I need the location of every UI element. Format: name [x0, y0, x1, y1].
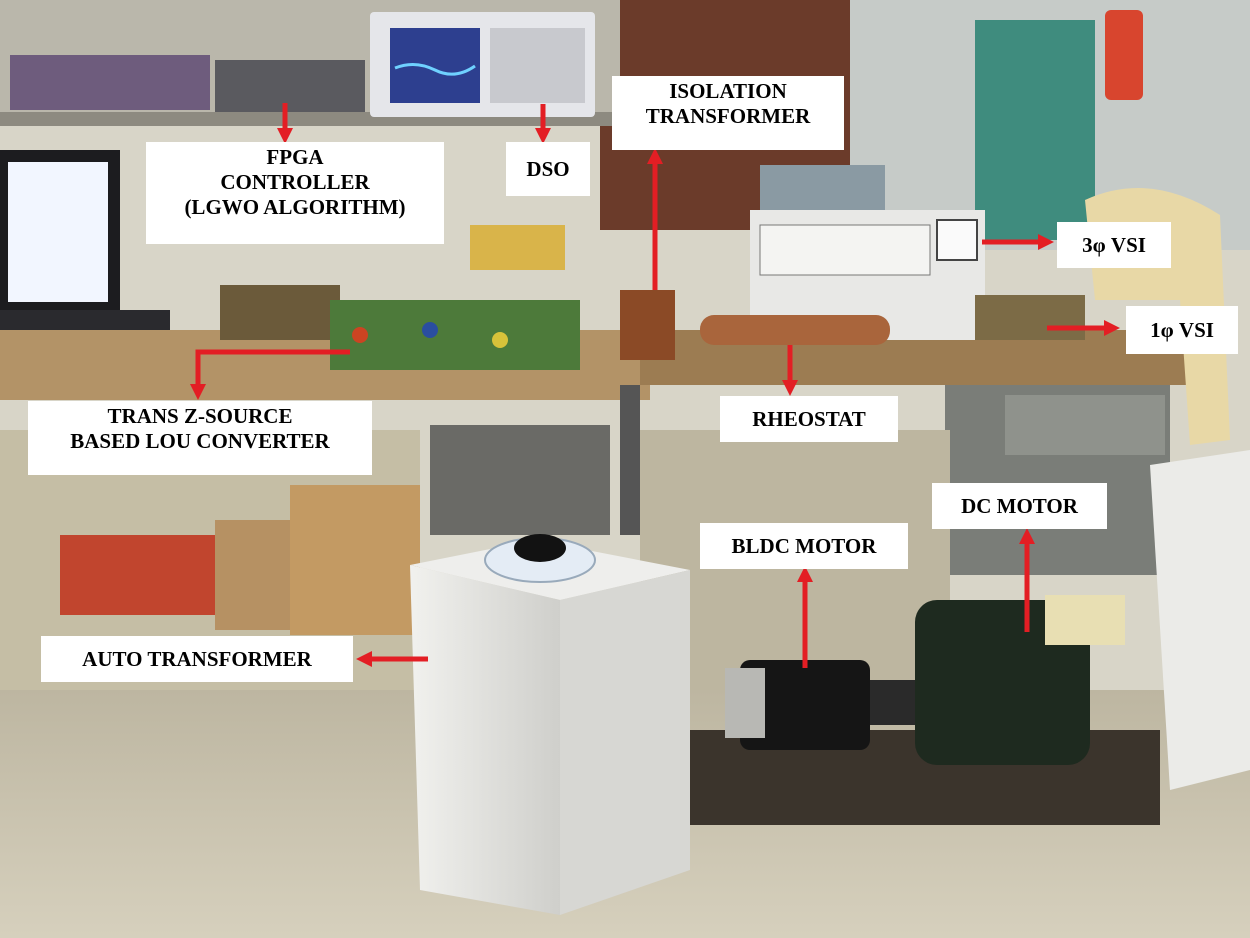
board-1: [220, 285, 340, 340]
label-dso: DSO: [506, 142, 590, 196]
board-component: [492, 332, 508, 348]
rheostat-body: [700, 315, 890, 345]
label-rheostat: RHEOSTAT: [720, 396, 898, 442]
converter-board: [330, 300, 580, 370]
label-trans-z-source: TRANS Z-SOURCE BASED LOU CONVERTER: [28, 401, 372, 475]
label-1phase-vsi: 1φ VSI: [1126, 306, 1238, 354]
label-isolation-transformer: ISOLATION TRANSFORMER: [612, 76, 844, 150]
shelf-papers: [10, 55, 210, 110]
bldc-motor: [740, 660, 870, 750]
single-phase-vsi-board: [975, 295, 1085, 340]
vsi-meter: [936, 219, 978, 261]
isolation-transformer-unit: [620, 290, 675, 360]
auto-transformer-front: [560, 570, 690, 915]
label-line: BASED LOU CONVERTER: [70, 429, 330, 453]
label-line: RHEOSTAT: [752, 407, 866, 431]
auto-transformer-knob: [514, 534, 566, 562]
label-fpga-controller: FPGA CONTROLLER (LGWO ALGORITHM): [146, 142, 444, 244]
fpga-box: [215, 60, 365, 112]
auto-transformer-side: [410, 565, 560, 915]
arrow-trans-z-source: [189, 349, 350, 401]
board-component: [422, 322, 438, 338]
bldc-end-cap: [725, 668, 765, 738]
fpga-board: [470, 225, 565, 270]
label-line: ISOLATION: [669, 79, 787, 103]
label-line: AUTO TRANSFORMER: [82, 647, 312, 671]
red-crate: [60, 535, 220, 615]
label-line: DC MOTOR: [961, 494, 1078, 518]
monitor-screen: [8, 162, 108, 302]
label-line: TRANSFORMER: [645, 104, 811, 128]
cardboard-box: [290, 485, 420, 635]
label-line: TRANS Z-SOURCE: [107, 404, 293, 428]
fire-extinguisher: [1105, 10, 1143, 100]
desk-leg: [620, 385, 640, 535]
drawer: [1005, 395, 1165, 455]
label-line: DSO: [526, 157, 570, 181]
dc-motor-terminal: [1045, 595, 1125, 645]
label-auto-transformer: AUTO TRANSFORMER: [41, 636, 353, 682]
label-line: BLDC MOTOR: [731, 534, 877, 558]
label-line: 1φ VSI: [1150, 318, 1214, 342]
label-line: (LGWO ALGORITHM): [184, 195, 406, 219]
grey-metal-box: [430, 425, 610, 535]
dso-waveform: [394, 63, 476, 76]
label-line: FPGA: [266, 145, 324, 169]
vsi-top-box: [760, 165, 885, 210]
label-dc-motor: DC MOTOR: [932, 483, 1107, 529]
dso-buttons: [490, 28, 585, 103]
vsi-diagram: [759, 224, 931, 276]
label-bldc-motor: BLDC MOTOR: [700, 523, 908, 569]
label-3phase-vsi: 3φ VSI: [1057, 222, 1171, 268]
green-cabinet: [975, 20, 1095, 240]
board-component: [352, 327, 368, 343]
label-line: 3φ VSI: [1082, 233, 1146, 257]
right-cabinet: [1150, 450, 1250, 790]
annotation-arrows: [189, 103, 1121, 668]
label-line: CONTROLLER: [220, 170, 370, 194]
